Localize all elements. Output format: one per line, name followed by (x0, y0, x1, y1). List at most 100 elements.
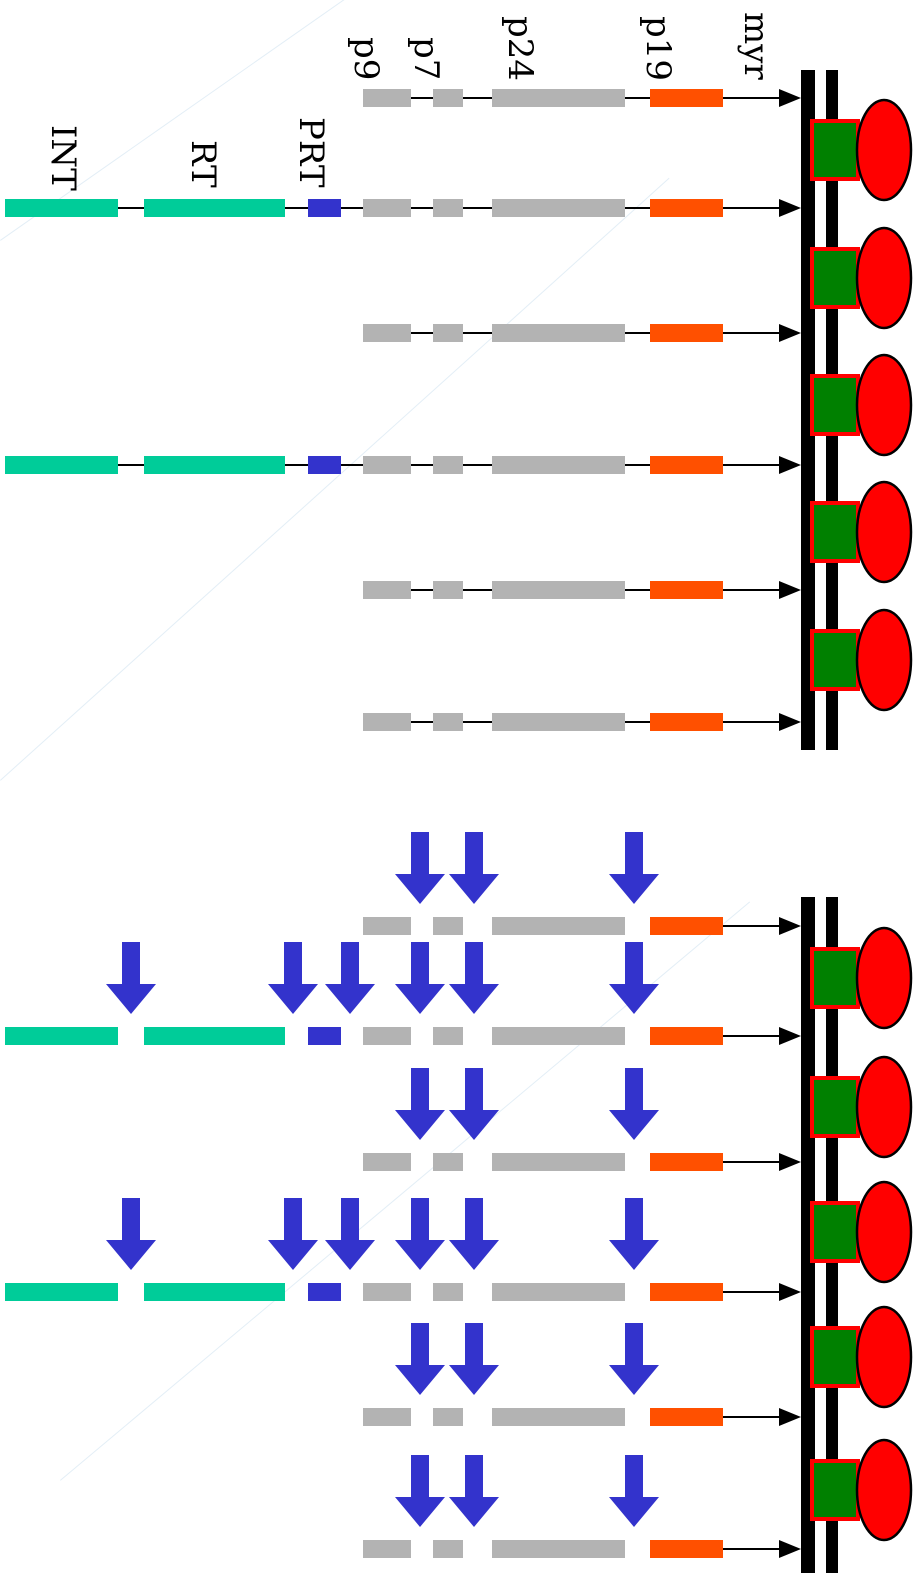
gag-row (363, 324, 801, 342)
p24-segment (492, 1540, 625, 1558)
p24-segment (492, 324, 625, 342)
p19-myr-segment (650, 1153, 723, 1171)
immature-gag-rows (5, 89, 801, 731)
receptors-bottom (810, 926, 913, 1542)
cleavage-arrow (609, 942, 659, 1014)
receptor (810, 1438, 913, 1542)
receptor-square (810, 947, 860, 1009)
p24-segment (492, 1408, 625, 1426)
p7-segment (433, 1153, 463, 1171)
receptor-square (810, 247, 860, 309)
label-p7: p7 (406, 37, 446, 80)
p9-segment (363, 1408, 411, 1426)
label-int: INT (43, 125, 83, 191)
cleavage-arrow (449, 1455, 499, 1527)
p24-segment (492, 1283, 625, 1301)
p19-myr-segment (650, 89, 723, 107)
anchor-arrowhead (779, 324, 801, 342)
cleavage-arrow (395, 1455, 445, 1527)
anchor-arrowhead (779, 1283, 801, 1301)
cleavage-arrow (268, 942, 318, 1014)
p24-segment (492, 581, 625, 599)
p7-segment (433, 1540, 463, 1558)
p19-myr-segment (650, 1027, 723, 1045)
label-p9: p9 (346, 37, 386, 80)
cleavage-arrow (106, 1198, 156, 1270)
p7-segment (433, 89, 463, 107)
int-segment (5, 1283, 118, 1301)
rt-segment (144, 199, 285, 217)
gag-pol-row (5, 199, 801, 217)
label-rt: RT (183, 140, 223, 188)
int-segment (5, 456, 118, 474)
receptor-square (810, 1459, 860, 1521)
gag-row (363, 89, 801, 107)
gag-pol-row (5, 1027, 801, 1045)
receptor-oval (855, 98, 913, 202)
prt-segment (308, 1027, 341, 1045)
p24-segment (492, 1027, 625, 1045)
anchor-arrowhead (779, 456, 801, 474)
cleavage-arrow (449, 942, 499, 1014)
anchor-arrowhead (779, 1153, 801, 1171)
gag-pol-row (5, 1283, 801, 1301)
gag-row (363, 1408, 801, 1426)
receptor-square (810, 501, 860, 563)
p9-segment (363, 1540, 411, 1558)
gag-row (363, 581, 801, 599)
cleavage-arrow (395, 942, 445, 1014)
p9-segment (363, 199, 411, 217)
label-p19: p19 (638, 16, 678, 81)
receptor-oval (855, 480, 913, 584)
receptor-square (810, 1326, 860, 1388)
int-segment (5, 1027, 118, 1045)
cleavage-arrow (449, 1068, 499, 1140)
prt-segment (308, 1283, 341, 1301)
label-p24: p24 (500, 16, 540, 81)
p19-myr-segment (650, 456, 723, 474)
anchor-arrowhead (779, 1540, 801, 1558)
receptor (810, 226, 913, 330)
p24-segment (492, 199, 625, 217)
p7-segment (433, 713, 463, 731)
p19-myr-segment (650, 324, 723, 342)
cleavage-arrow (449, 1198, 499, 1270)
prt-segment (308, 199, 341, 217)
receptor-square (810, 1201, 860, 1263)
gag-row (363, 1153, 801, 1171)
cleavage-arrow (449, 1323, 499, 1395)
p9-segment (363, 917, 411, 935)
rt-segment (144, 1027, 285, 1045)
cleavage-arrow (325, 942, 375, 1014)
anchor-arrowhead (779, 917, 801, 935)
cleavage-arrow (325, 1198, 375, 1270)
p9-segment (363, 1153, 411, 1171)
receptor-oval (855, 226, 913, 330)
anchor-arrowhead (779, 713, 801, 731)
p7-segment (433, 456, 463, 474)
receptor-square (810, 1076, 860, 1138)
anchor-arrowhead (779, 89, 801, 107)
cleavage-arrow (395, 1198, 445, 1270)
receptor (810, 608, 913, 712)
p24-segment (492, 456, 625, 474)
p7-segment (433, 1408, 463, 1426)
receptor (810, 926, 913, 1030)
gag-row (363, 1540, 801, 1558)
cleavage-arrow (609, 1068, 659, 1140)
cleavage-arrow (268, 1198, 318, 1270)
p24-segment (492, 1153, 625, 1171)
cleavage-arrow (449, 832, 499, 904)
receptor-square (810, 629, 860, 691)
receptor (810, 1055, 913, 1159)
receptor (810, 480, 913, 584)
receptor (810, 98, 913, 202)
p7-segment (433, 1283, 463, 1301)
p9-segment (363, 1283, 411, 1301)
rt-segment (144, 1283, 285, 1301)
p19-myr-segment (650, 713, 723, 731)
receptor-oval (855, 608, 913, 712)
receptor-square (810, 374, 860, 436)
receptor-oval (855, 1305, 913, 1409)
